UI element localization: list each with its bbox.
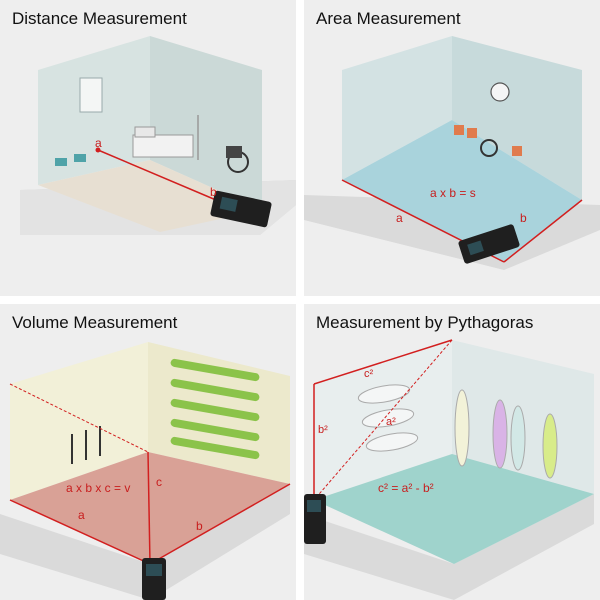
measure-label-a: a <box>78 508 85 522</box>
panel-pythagoras-measurement: Measurement by Pythagoras c² a² b² c² = … <box>304 304 600 600</box>
panel-volume-measurement: Volume Measurement a x b x c = v c a b <box>0 304 296 600</box>
pythagoras-room-illustration <box>304 339 594 600</box>
measure-label-b: b <box>196 519 203 533</box>
panel-distance-measurement: Distance Measurement a b <box>0 0 296 296</box>
panel-title: Area Measurement <box>316 9 461 28</box>
volume-room-illustration <box>0 342 291 600</box>
measure-label-a: a <box>396 211 403 225</box>
measure-label-b: b <box>520 211 527 225</box>
distance-room-illustration <box>20 36 296 235</box>
measure-label-c: c <box>156 475 162 489</box>
panel-title: Volume Measurement <box>12 313 178 332</box>
measure-label-c-squared: c² <box>364 368 374 380</box>
area-formula: a x b = s <box>430 186 476 200</box>
panel-area-measurement: Area Measurement a x b = s a b <box>304 0 600 296</box>
pythagoras-formula: c² = a² - b² <box>378 481 434 495</box>
measure-label-b: b <box>210 185 217 199</box>
panel-title: Measurement by Pythagoras <box>316 313 534 332</box>
area-room-illustration <box>304 36 600 270</box>
volume-formula: a x b x c = v <box>66 481 131 495</box>
measure-label-a: a <box>95 136 102 150</box>
measure-label-b-squared: b² <box>318 424 328 436</box>
measure-label-a-squared: a² <box>386 416 396 428</box>
panel-title: Distance Measurement <box>12 9 187 28</box>
